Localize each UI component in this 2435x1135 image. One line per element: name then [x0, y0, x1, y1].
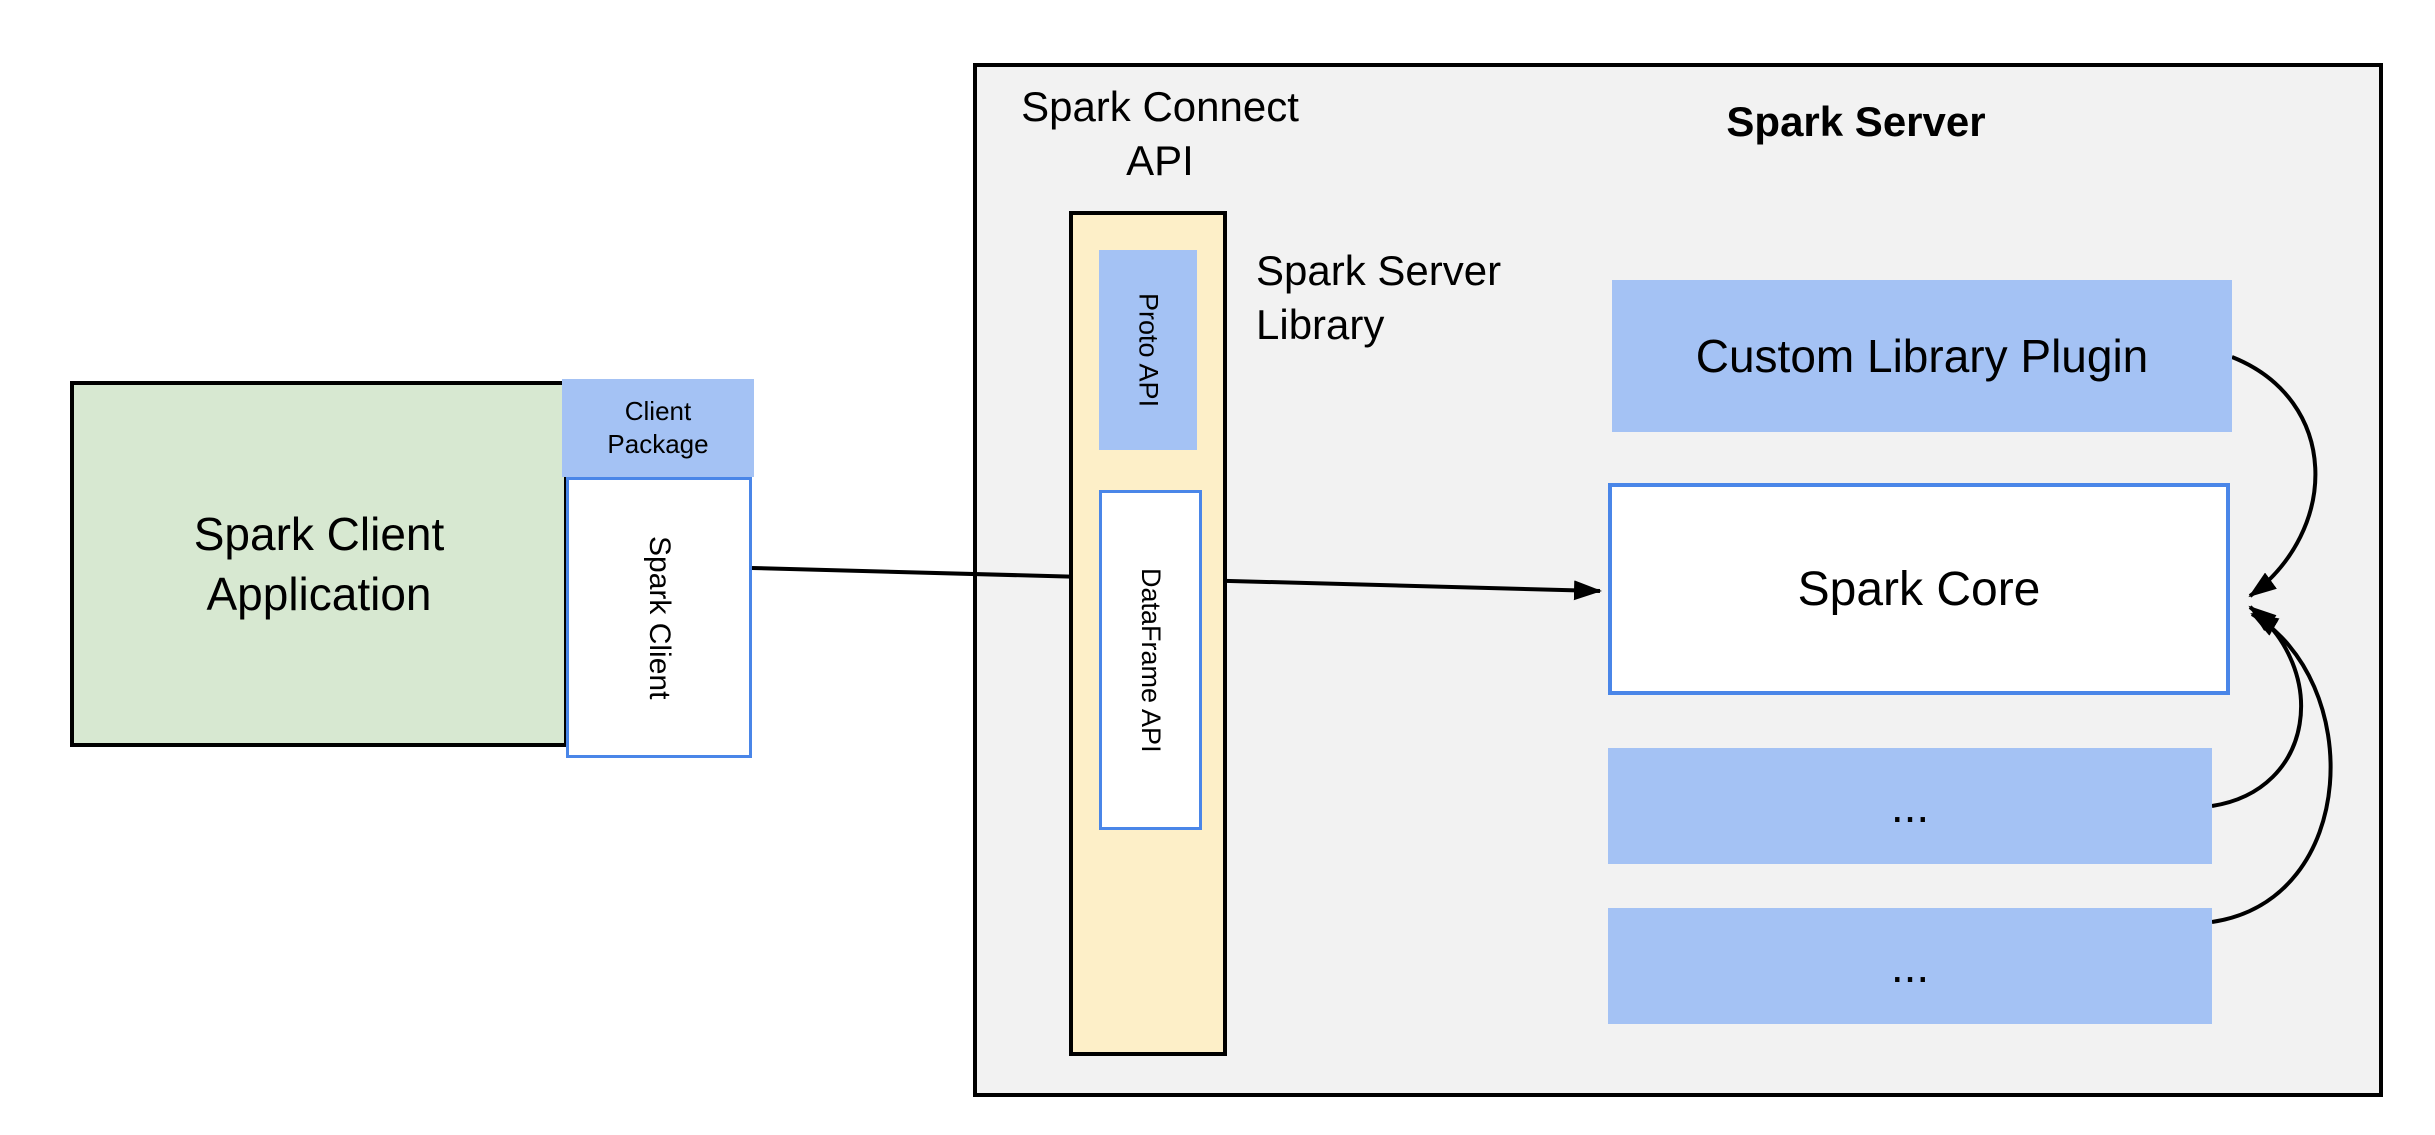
custom-library-plugin-label: Custom Library Plugin [1695, 330, 2149, 382]
dataframe-api-label: DataFrame API [1136, 567, 1166, 753]
spark-client-application-label: Spark Client Application [193, 508, 445, 620]
plugin-slot-1-label: ... [1890, 780, 1930, 832]
plugin-slot-2-label: ... [1890, 940, 1930, 992]
plugin-slot-1-box: ... [1608, 748, 2212, 864]
spark-core-label: Spark Core [1797, 562, 2041, 616]
client-package-label: Client Package [607, 396, 709, 459]
spark-server-title: Spark Server [1726, 98, 1986, 145]
proto-api-box: Proto API [1099, 250, 1197, 450]
spark-connect-api-label: Spark Connect API [1021, 83, 1299, 184]
spark-client-application-box: Spark Client Application [70, 381, 568, 747]
spark-client-label: Spark Client [643, 535, 676, 700]
spark-core-box: Spark Core [1608, 483, 2230, 695]
spark-client-box: Spark Client [566, 477, 752, 758]
dataframe-api-box: DataFrame API [1099, 490, 1202, 830]
spark-server-library-label: Spark Server Library [1256, 247, 1502, 348]
custom-library-plugin-box: Custom Library Plugin [1612, 280, 2232, 432]
client-package-box: Client Package [562, 379, 754, 477]
plugin-slot-2-box: ... [1608, 908, 2212, 1024]
proto-api-label: Proto API [1133, 292, 1164, 408]
